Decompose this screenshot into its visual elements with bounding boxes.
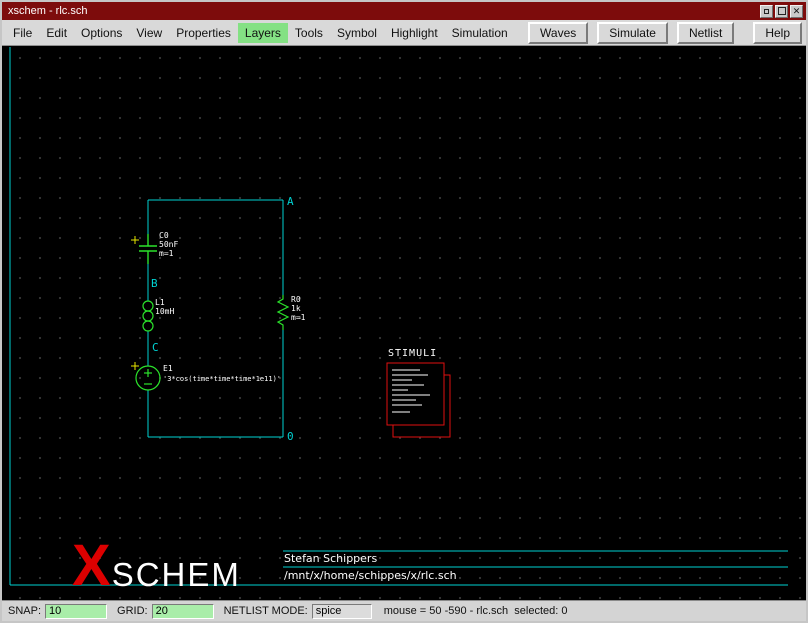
capacitor-value-label[interactable]: 50nF	[159, 241, 178, 249]
inductor-value-label[interactable]: 10mH	[155, 308, 174, 316]
resistor-symbol[interactable]	[278, 295, 288, 330]
inductor-symbol[interactable]	[143, 301, 153, 331]
capacitor-symbol[interactable]	[131, 234, 157, 264]
node-label-a[interactable]: A	[287, 196, 294, 207]
netlist-mode-input[interactable]	[312, 604, 372, 619]
plus-pin-icon	[131, 236, 139, 244]
menu-item-tools[interactable]: Tools	[288, 23, 330, 43]
minimize-button[interactable]	[760, 5, 773, 18]
frame-lines[interactable]	[10, 47, 788, 585]
menu-item-edit[interactable]: Edit	[39, 23, 74, 43]
menu-item-properties[interactable]: Properties	[169, 23, 238, 43]
maximize-icon	[778, 7, 786, 15]
titlebar[interactable]: xschem - rlc.sch ✕	[2, 2, 806, 20]
resistor-value-label[interactable]: 1k	[291, 305, 301, 313]
simulate-button[interactable]: Simulate	[597, 22, 668, 44]
grid-label: GRID:	[117, 605, 148, 617]
waves-button[interactable]: Waves	[528, 22, 588, 44]
node-label-b[interactable]: B	[151, 278, 158, 289]
node-label-c[interactable]: C	[152, 342, 159, 353]
maximize-button[interactable]	[775, 5, 788, 18]
close-button[interactable]: ✕	[790, 5, 803, 18]
statusbar: SNAP: GRID: NETLIST MODE: mouse = 50 -59…	[2, 600, 806, 621]
resistor-mult-label[interactable]: m=1	[291, 314, 305, 322]
source-ref-label[interactable]: E1	[163, 365, 173, 373]
menu-item-symbol[interactable]: Symbol	[330, 23, 384, 43]
footer-path[interactable]: /mnt/x/home/schippes/x/rlc.sch	[284, 570, 457, 581]
minimize-icon	[764, 9, 769, 14]
capacitor-ref-label[interactable]: C0	[159, 232, 169, 240]
window-title: xschem - rlc.sch	[8, 5, 87, 17]
logo-x-icon: X	[72, 542, 111, 590]
snap-label: SNAP:	[8, 605, 41, 617]
resistor-ref-label[interactable]: R0	[291, 296, 301, 304]
menu-actions: Waves Simulate Netlist Help	[528, 22, 802, 44]
mouse-status: mouse = 50 -590 - rlc.sch selected: 0	[384, 605, 568, 617]
grid-input[interactable]	[152, 604, 214, 619]
footer-author[interactable]: Stefan Schippers	[284, 553, 377, 564]
plus-pin-icon	[131, 362, 139, 370]
capacitor-mult-label[interactable]: m=1	[159, 250, 173, 258]
menu-item-options[interactable]: Options	[74, 23, 129, 43]
menu-item-highlight[interactable]: Highlight	[384, 23, 445, 43]
snap-input[interactable]	[45, 604, 107, 619]
stimuli-box[interactable]	[387, 363, 450, 437]
node-label-gnd[interactable]: 0	[287, 431, 294, 442]
menubar: File Edit Options View Properties Layers…	[2, 20, 806, 46]
menu-item-view[interactable]: View	[129, 23, 169, 43]
close-icon: ✕	[793, 7, 801, 16]
menu-item-layers[interactable]: Layers	[238, 23, 288, 43]
logo-text: SCHEM	[112, 560, 241, 590]
help-button[interactable]: Help	[753, 22, 802, 44]
menu-item-file[interactable]: File	[6, 23, 39, 43]
schematic-drawing	[2, 46, 806, 600]
netlist-mode-label: NETLIST MODE:	[224, 605, 308, 617]
schematic-canvas[interactable]: A B C 0 C0 50nF m=1 L1 10mH E1 '3*cos(ti…	[2, 46, 806, 600]
xschem-logo: X SCHEM	[72, 542, 241, 590]
netlist-button[interactable]: Netlist	[677, 22, 734, 44]
source-expr-label[interactable]: '3*cos(time*time*time*1e11)'	[163, 376, 281, 383]
menu-item-simulation[interactable]: Simulation	[445, 23, 515, 43]
window-controls: ✕	[760, 5, 803, 18]
inductor-ref-label[interactable]: L1	[155, 299, 165, 307]
stimuli-label[interactable]: STIMULI	[388, 349, 437, 359]
voltage-source-symbol[interactable]	[131, 362, 160, 390]
